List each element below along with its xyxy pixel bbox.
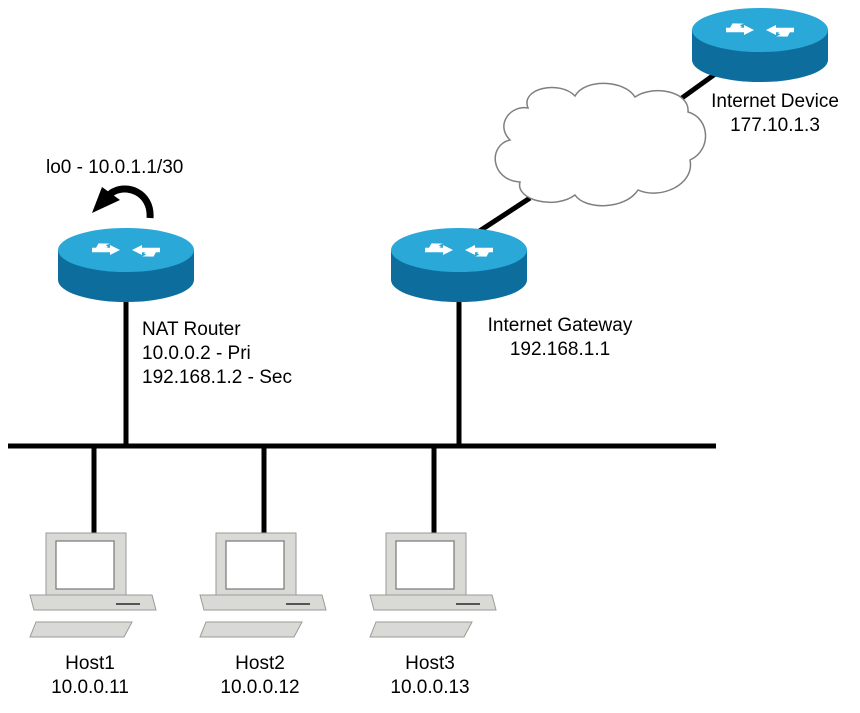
host3-name: Host3 [405, 653, 455, 674]
host1-name: Host1 [65, 653, 115, 674]
gateway-name: Internet Gateway [487, 315, 633, 336]
host2-name: Host2 [235, 653, 285, 674]
links [8, 69, 720, 535]
internet-device-ip: 177.10.1.3 [730, 115, 820, 136]
router-icon [692, 8, 828, 82]
nat-router-name: NAT Router [142, 319, 241, 340]
router-icon [58, 228, 194, 302]
pc-icon [369, 532, 497, 638]
gateway-ip: 192.168.1.1 [509, 339, 611, 360]
pc-icon [29, 532, 157, 638]
loopback-arrow-icon [92, 185, 154, 219]
nat-router-loopback-label: lo0 - 10.0.1.1/30 [46, 157, 184, 178]
cloud-icon [494, 82, 707, 207]
host3-ip: 10.0.0.13 [390, 677, 470, 698]
host2-ip: 10.0.0.12 [220, 677, 300, 698]
pc-icon [199, 532, 327, 638]
internet-device-name: Internet Device [711, 91, 839, 112]
router-icon [391, 228, 527, 302]
nat-router-secondary-ip: 192.168.1.2 - Sec [142, 367, 292, 388]
link-gateway-cloud [476, 195, 532, 235]
host1-ip: 10.0.0.11 [51, 677, 129, 698]
nat-router-primary-ip: 10.0.0.2 - Pri [142, 343, 251, 364]
